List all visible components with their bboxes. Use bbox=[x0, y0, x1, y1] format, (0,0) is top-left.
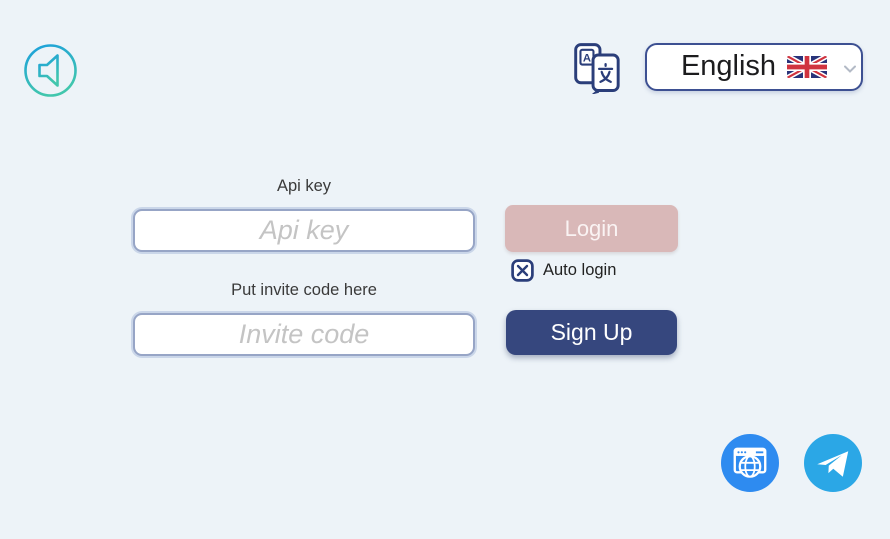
api-key-label: Api key bbox=[276, 177, 332, 195]
auto-login-label: Auto login bbox=[543, 260, 617, 279]
translate-icon: A bbox=[570, 42, 623, 94]
auto-login-row: Auto login bbox=[511, 258, 616, 282]
auto-login-checkbox[interactable] bbox=[511, 258, 534, 282]
speaker-icon bbox=[23, 43, 78, 98]
sound-toggle-button[interactable] bbox=[23, 43, 78, 98]
invite-code-input[interactable] bbox=[133, 313, 475, 356]
telegram-icon bbox=[804, 434, 862, 492]
chevron-down-icon bbox=[844, 65, 856, 73]
telegram-button[interactable] bbox=[804, 434, 862, 492]
browser-globe-icon bbox=[721, 434, 779, 492]
login-button[interactable]: Login bbox=[505, 205, 678, 252]
language-selector[interactable]: English bbox=[645, 43, 863, 91]
selected-language-label: English bbox=[680, 49, 777, 82]
invite-code-label: Put invite code here bbox=[231, 281, 377, 299]
website-button[interactable] bbox=[721, 434, 779, 492]
signup-button[interactable]: Sign Up bbox=[506, 310, 677, 355]
united-kingdom-flag-icon bbox=[787, 56, 828, 78]
svg-text:A: A bbox=[583, 53, 591, 65]
api-key-input[interactable] bbox=[133, 209, 475, 252]
